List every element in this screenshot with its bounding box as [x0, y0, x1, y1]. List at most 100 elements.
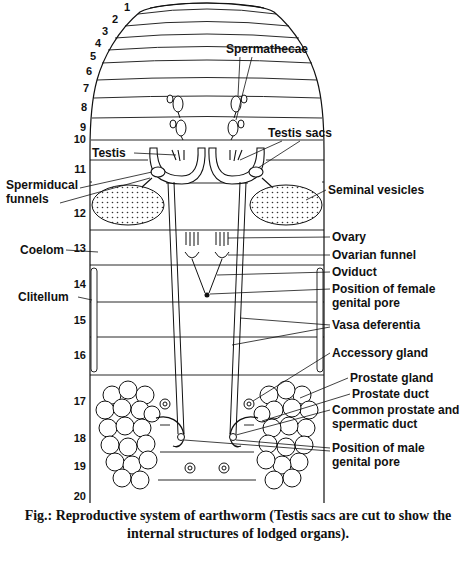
prostate-duct	[156, 417, 184, 447]
accessory-gland	[219, 463, 229, 473]
prostate-lobe	[297, 419, 315, 437]
septum-line	[90, 337, 324, 338]
male-genital-pore	[178, 434, 185, 441]
part-label: Prostate duct	[352, 387, 472, 401]
segment-number: 5	[80, 50, 96, 63]
ovary	[216, 232, 228, 246]
clitellum-strip	[317, 268, 323, 372]
prostate-lobe	[101, 436, 119, 454]
leader-line	[80, 172, 152, 188]
prostate-lobe	[259, 435, 277, 453]
prostate-lobe	[283, 469, 301, 487]
prostate-gland	[96, 381, 160, 489]
oviduct	[192, 259, 222, 293]
prostate-lobe	[277, 381, 295, 399]
leader-line	[240, 318, 330, 325]
leader-line	[210, 289, 330, 294]
prostate-lobe	[280, 417, 298, 435]
septum-line	[160, 452, 254, 453]
sac-tube	[142, 178, 272, 187]
prostate-lobe	[113, 469, 131, 487]
segment-number: 13	[70, 242, 86, 255]
prostate-lobe	[263, 419, 281, 437]
leader-line	[232, 327, 330, 345]
spermiducal-funnel	[151, 167, 165, 177]
male-genital-pore	[230, 434, 237, 441]
septum-line	[97, 78, 317, 81]
septum-line	[90, 182, 324, 183]
segment-number: 9	[70, 121, 86, 134]
septum-line	[125, 22, 289, 27]
part-label: Position of female genital pore	[332, 282, 457, 310]
part-label: Vasa deferentia	[332, 318, 462, 332]
accessory-gland	[244, 399, 254, 409]
vas-deferens	[230, 182, 246, 434]
segment-number: 7	[73, 82, 89, 95]
testis-sac	[209, 148, 264, 184]
part-label: Coelom	[20, 243, 80, 257]
figure-caption: Fig.: Reproductive system of earthworm (…	[22, 507, 454, 543]
part-label: Position of male genital pore	[332, 441, 457, 469]
segment-number: 14	[70, 278, 86, 291]
leader-line	[134, 153, 176, 155]
spermatheca-duct	[178, 112, 180, 118]
spermatheca	[231, 96, 241, 112]
spermatheca-diverticulum	[170, 120, 176, 128]
testis	[172, 150, 184, 161]
septum-line	[94, 96, 320, 98]
ovarian-funnel	[215, 252, 229, 258]
part-label: Spermiducal funnels	[6, 178, 86, 206]
part-label: Common prostate and spermatic duct	[332, 403, 460, 431]
ovary	[186, 232, 198, 246]
prostate-lobe	[116, 417, 134, 435]
septum-line	[90, 265, 324, 266]
septum-line	[115, 34, 299, 38]
spermiducal-funnel	[249, 167, 263, 177]
part-label: Ovarian funnel	[332, 248, 462, 262]
prostate-lobe	[290, 453, 308, 471]
spermatheca-duct	[181, 136, 183, 140]
segment-number: 16	[70, 349, 86, 362]
spermatheca	[228, 120, 238, 136]
spermatheca-duct	[231, 136, 233, 140]
prostate-lobe	[137, 435, 155, 453]
part-label: Seminal vesicles	[328, 183, 468, 197]
septum-line	[92, 117, 322, 119]
part-label: Testis	[92, 146, 152, 160]
accessory-gland	[222, 466, 226, 470]
leader-line	[217, 272, 330, 275]
clitellum-strip	[91, 268, 97, 372]
part-label: Oviduct	[332, 265, 452, 279]
spermatheca-diverticulum	[167, 95, 173, 103]
segment-number: 1	[114, 1, 130, 14]
spermatheca	[176, 120, 186, 136]
part-label: Accessory gland	[332, 346, 467, 360]
septum-line	[138, 9, 276, 14]
prostate-gland	[254, 381, 318, 489]
accessory-gland	[247, 402, 251, 406]
part-label: Ovary	[332, 230, 452, 244]
part-label: Spermathecae	[226, 42, 336, 56]
spermatheca-diverticulum	[238, 120, 244, 128]
part-label: Clitellum	[18, 290, 88, 304]
leader-line	[258, 141, 300, 168]
prostate-lobe	[131, 471, 149, 489]
segment-number: 6	[76, 65, 92, 78]
segment-number: 20	[70, 490, 86, 503]
leader-line	[300, 378, 348, 398]
prostate-lobe	[283, 399, 301, 417]
leader-line	[228, 237, 330, 238]
prostate-lobe	[139, 451, 157, 469]
leader-line	[236, 410, 330, 435]
leader-line	[228, 255, 330, 256]
leader-line	[236, 440, 330, 448]
septum-line	[90, 375, 324, 376]
accessory-gland	[185, 463, 195, 473]
segment-number: 15	[70, 314, 86, 327]
leader-line	[240, 141, 282, 160]
prostate-lobe	[119, 438, 137, 456]
spermatheca-duct	[234, 112, 236, 118]
segment-number: 17	[70, 395, 86, 408]
